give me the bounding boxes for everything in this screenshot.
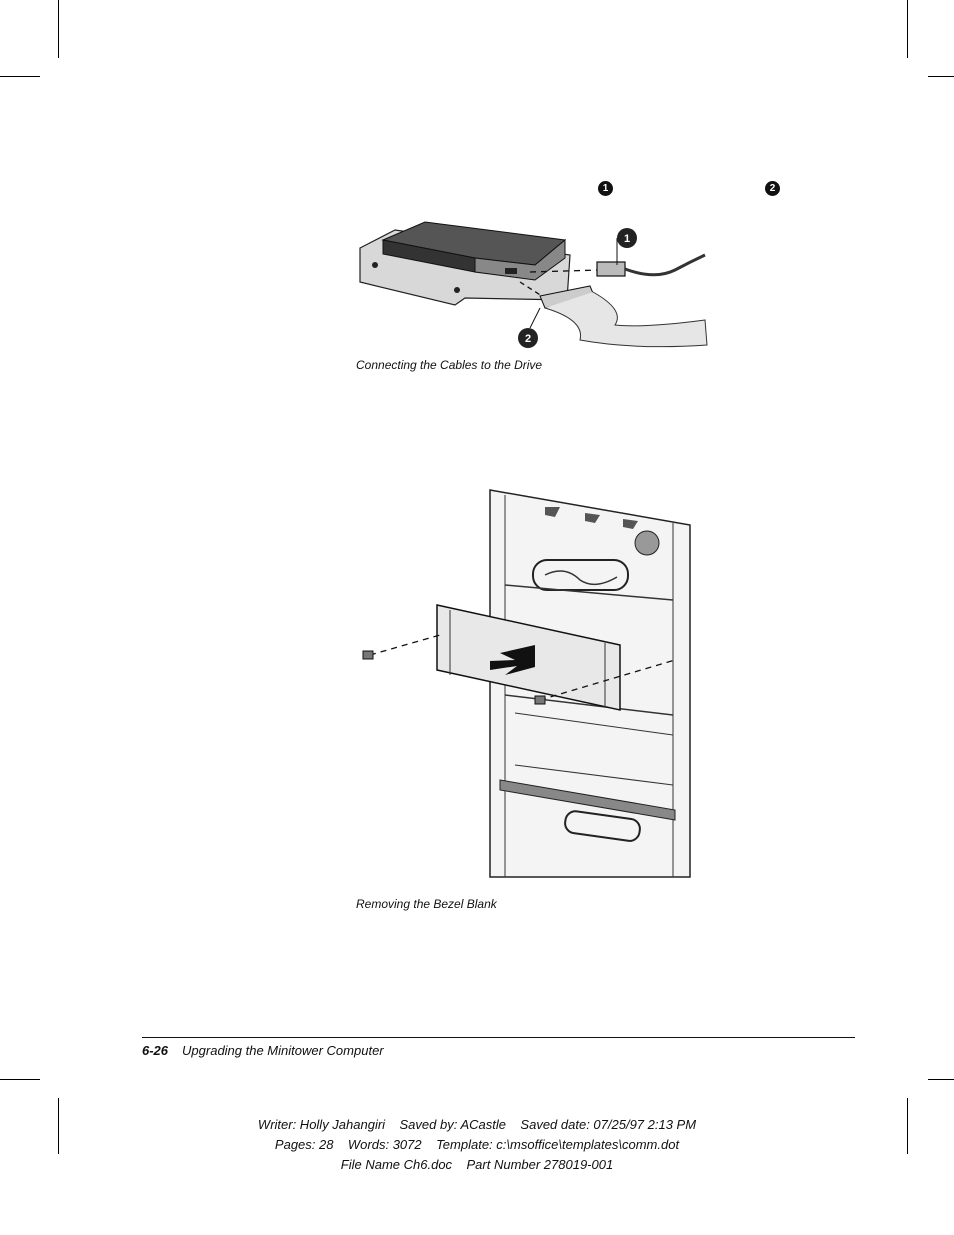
crop-mark-top-left-vertical [58,0,59,58]
footer-rule [142,1037,855,1038]
page-number: 6-26 [142,1043,169,1058]
callout-one: 1 [598,181,613,196]
meta-line-3: File Name Ch6.doc Part Number 278019-001 [340,1157,614,1172]
crop-mark-top-right-vertical [907,0,908,58]
meta-line-1: Writer: Holly Jahangiri Saved by: ACastl… [257,1117,697,1132]
figure-bezel-blank [362,489,691,878]
crop-mark-bottom-right-horizontal [928,1079,954,1080]
chapter-title: Upgrading the Minitower Computer [182,1043,384,1058]
figure-callout-1: 1 [624,233,630,245]
doc-meta: Writer: Holly Jahangiri Saved by: ACastl… [0,1115,954,1175]
callout-two: 2 [765,181,780,196]
crop-mark-bottom-left-horizontal [0,1079,40,1080]
figure-callout-2: 2 [525,333,531,345]
crop-mark-bottom-left-vertical [58,1098,59,1154]
page-footer: 6-26 Upgrading the Minitower Computer [142,1043,384,1058]
crop-mark-top-left-horizontal [0,76,40,77]
figure-caption-2: Removing the Bezel Blank [356,897,497,911]
figure-drive-cables: 1 2 [359,221,708,348]
meta-line-2: Pages: 28 Words: 3072 Template: c:\msoff… [274,1137,680,1152]
crop-mark-top-right-horizontal [928,76,954,77]
figure-caption-1: Connecting the Cables to the Drive [356,358,543,372]
crop-mark-bottom-right-vertical [907,1098,908,1154]
